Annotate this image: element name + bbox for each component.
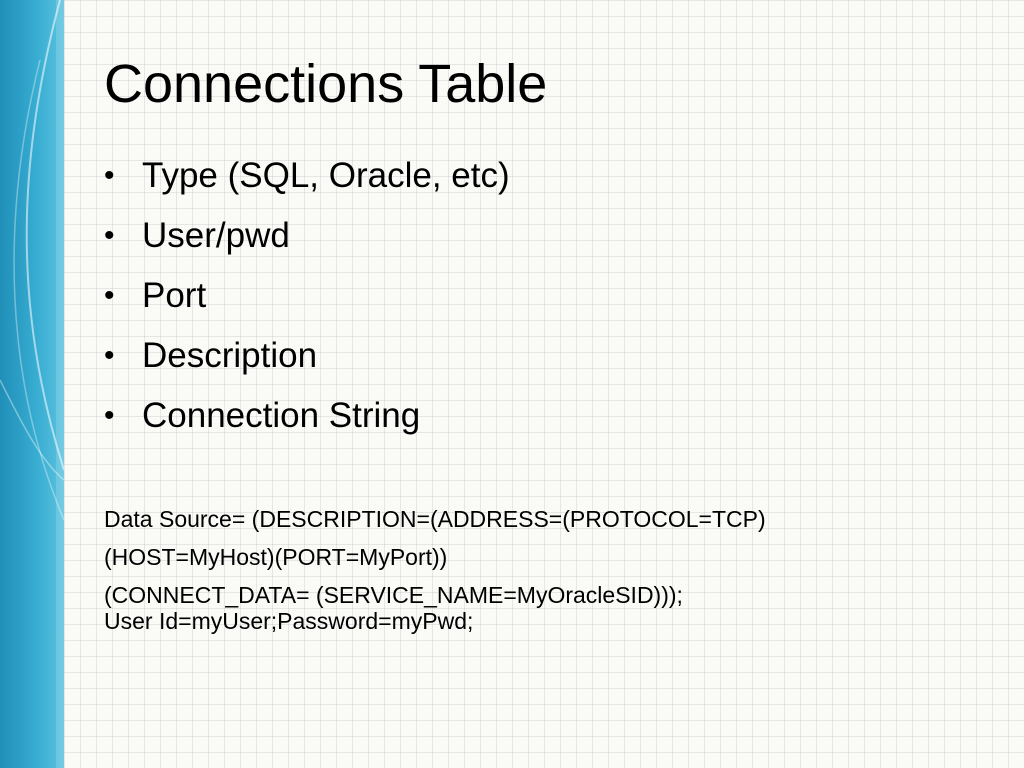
bullet-item-description: • Description <box>104 326 510 386</box>
slide-title: Connections Table <box>104 54 548 114</box>
bullet-label: User/pwd <box>142 216 290 255</box>
side-band-graphic <box>0 0 64 768</box>
bullet-label: Connection String <box>142 396 421 435</box>
bullet-item-port: • Port <box>104 266 510 326</box>
bullet-list: • Type (SQL, Oracle, etc) • User/pwd • P… <box>104 146 510 446</box>
bullet-item-connection-string: • Connection String <box>104 386 510 446</box>
connection-string-example: Data Source= (DESCRIPTION=(ADDRESS=(PROT… <box>104 506 766 634</box>
bullet-dot-icon: • <box>104 279 115 312</box>
bullet-label: Port <box>142 276 207 315</box>
connection-string-line: (HOST=MyHost)(PORT=MyPort)) <box>104 544 448 570</box>
bullet-dot-icon: • <box>104 159 115 192</box>
bullet-label: Type (SQL, Oracle, etc) <box>142 156 510 195</box>
bullet-dot-icon: • <box>104 399 115 432</box>
connection-string-line: User Id=myUser;Password=myPwd; <box>104 608 474 634</box>
connection-string-line: Data Source= (DESCRIPTION=(ADDRESS=(PROT… <box>104 506 766 532</box>
decorative-side-band <box>0 0 64 768</box>
bullet-label: Description <box>142 336 318 375</box>
bullet-item-user-pwd: • User/pwd <box>104 206 510 266</box>
bullet-item-type: • Type (SQL, Oracle, etc) <box>104 146 510 206</box>
bullet-dot-icon: • <box>104 339 115 372</box>
connection-string-line: (CONNECT_DATA= (SERVICE_NAME=MyOracleSID… <box>104 582 683 608</box>
bullet-dot-icon: • <box>104 219 115 252</box>
